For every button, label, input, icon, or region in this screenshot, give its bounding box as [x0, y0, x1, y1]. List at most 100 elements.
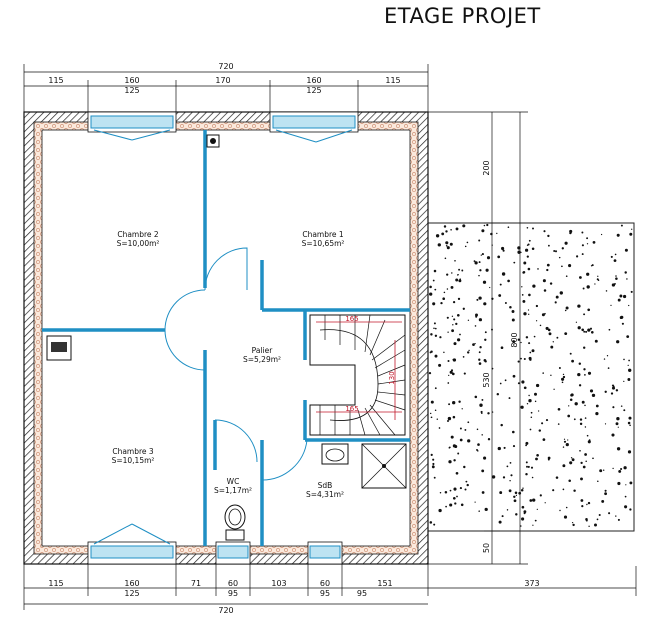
- gravel-speck: [631, 228, 633, 230]
- gravel-speck: [526, 255, 529, 258]
- gravel-speck: [429, 412, 432, 415]
- gravel-speck: [526, 244, 529, 246]
- gravel-speck: [629, 424, 631, 427]
- gravel-speck: [561, 377, 565, 381]
- gravel-speck: [591, 264, 594, 267]
- gravel-speck: [439, 336, 442, 339]
- gravel-speck: [629, 508, 632, 511]
- gravel-speck: [581, 505, 584, 508]
- gravel-speck: [616, 233, 620, 237]
- gravel-speck: [558, 256, 561, 259]
- plan-title: ETAGE PROJET: [384, 4, 541, 28]
- gravel-speck: [604, 492, 607, 496]
- gravel-speck: [620, 405, 623, 407]
- gravel-speck: [615, 515, 617, 517]
- gravel-speck: [569, 231, 572, 235]
- gravel-speck: [572, 523, 575, 527]
- gravel-speck: [453, 459, 456, 462]
- gravel-speck: [517, 360, 520, 363]
- gravel-speck: [452, 401, 456, 405]
- gravel-speck: [623, 409, 626, 412]
- gravel-speck: [478, 296, 482, 300]
- gravel-speck: [555, 295, 559, 299]
- gravel-speck: [573, 418, 576, 421]
- gravel-speck: [571, 359, 574, 363]
- room-area: S=10,65m²: [302, 239, 345, 248]
- gravel-speck: [569, 398, 573, 402]
- gravel-speck: [612, 406, 615, 409]
- gravel-speck: [483, 456, 487, 460]
- gravel-speck: [499, 491, 503, 495]
- gravel-speck: [562, 375, 566, 379]
- gravel-speck: [474, 395, 478, 399]
- gravel-speck: [434, 387, 437, 390]
- gravel-speck: [448, 460, 452, 464]
- gravel-speck: [468, 349, 470, 352]
- gravel-speck: [522, 299, 526, 303]
- gravel-speck: [542, 438, 546, 441]
- gravel-speck: [448, 403, 451, 406]
- gravel-speck: [577, 304, 581, 308]
- gravel-speck: [443, 351, 445, 354]
- gravel-speck: [434, 288, 437, 291]
- gravel-speck: [534, 519, 537, 522]
- window-top-right[interactable]: [269, 111, 359, 143]
- gravel-speck: [624, 495, 627, 498]
- right-dim-lower: 50: [482, 543, 491, 553]
- gravel-speck: [591, 393, 596, 398]
- gravel-speck: [432, 462, 435, 466]
- gravel-speck: [586, 503, 588, 506]
- gravel-speck: [625, 484, 627, 486]
- gravel-speck: [461, 408, 463, 410]
- gravel-speck: [509, 462, 512, 464]
- gravel-speck: [544, 502, 546, 504]
- gravel-speck: [481, 398, 484, 401]
- gravel-speck: [447, 420, 449, 422]
- gravel-speck: [501, 515, 504, 518]
- gravel-speck: [604, 423, 607, 425]
- gravel-speck: [535, 320, 538, 322]
- gravel-speck: [547, 458, 550, 461]
- gravel-speck: [456, 313, 460, 317]
- room-area: S=4,31m²: [306, 490, 344, 499]
- gravel-speck: [434, 354, 438, 358]
- gravel-speck: [484, 507, 488, 512]
- gravel-speck: [521, 286, 523, 288]
- window-top-left[interactable]: [87, 111, 177, 141]
- gravel-speck: [529, 358, 532, 361]
- gravel-speck: [432, 279, 435, 282]
- sink-icon: [321, 443, 349, 465]
- gravel-speck: [539, 494, 542, 497]
- gravel-speck: [628, 416, 632, 420]
- window-bottom-left[interactable]: [87, 523, 177, 565]
- gravel-speck: [432, 302, 436, 306]
- gravel-speck: [595, 404, 599, 408]
- window-bottom-wc[interactable]: [215, 541, 251, 565]
- gravel-speck: [612, 467, 614, 470]
- window-bottom-sdb[interactable]: [307, 541, 343, 565]
- gravel-speck: [446, 288, 449, 290]
- gravel-speck: [482, 280, 487, 284]
- gravel-speck: [522, 270, 526, 274]
- gravel-speck: [525, 461, 528, 464]
- gravel-speck: [502, 476, 506, 479]
- gravel-speck: [481, 434, 483, 436]
- gravel-speck: [529, 428, 532, 431]
- gravel-speck: [579, 418, 583, 421]
- gravel-speck: [481, 412, 483, 415]
- bottom-overall-dim: 720: [218, 606, 233, 615]
- gravel-speck: [451, 372, 455, 376]
- gravel-speck: [506, 509, 509, 511]
- room-name: Chambre 3: [112, 447, 154, 456]
- top-dim-3: 170: [215, 76, 230, 85]
- gravel-speck: [464, 428, 467, 431]
- gravel-speck: [455, 227, 459, 231]
- gravel-speck: [478, 351, 481, 354]
- gravel-terrace: [427, 222, 635, 532]
- gravel-speck: [508, 397, 511, 400]
- gravel-speck: [577, 326, 581, 330]
- bottom-dim-6: 60: [320, 579, 330, 588]
- gravel-speck: [453, 487, 457, 491]
- gravel-speck: [453, 342, 457, 346]
- gravel-speck: [447, 416, 452, 421]
